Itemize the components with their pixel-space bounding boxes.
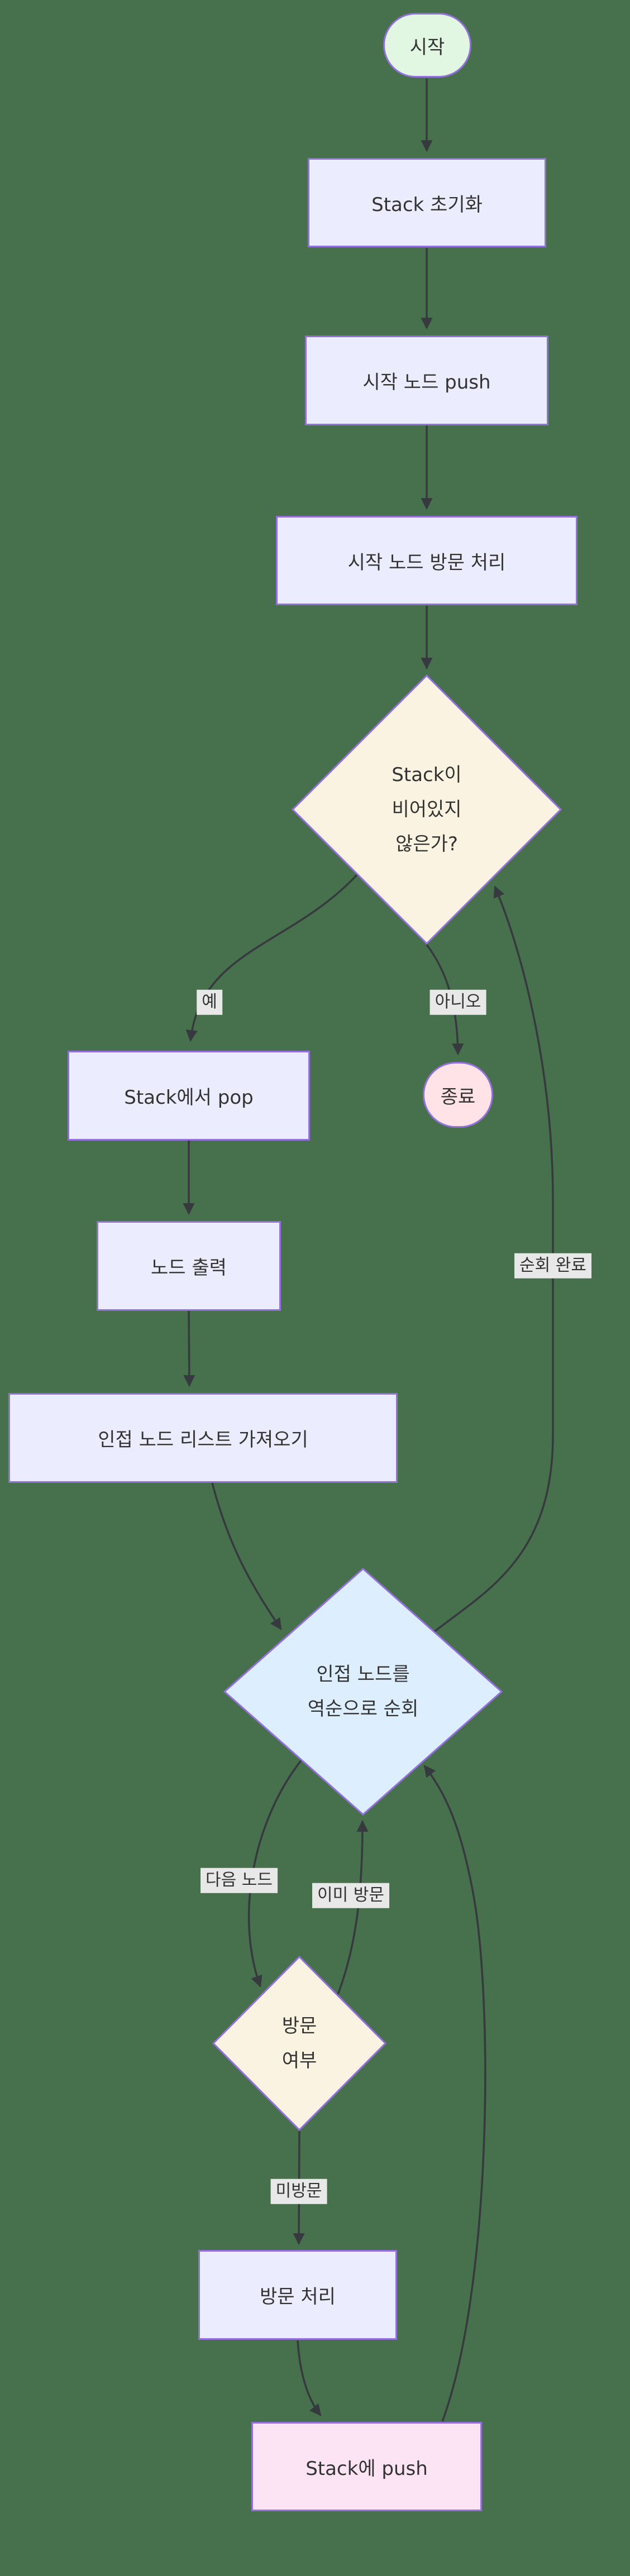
stack-push-node: Stack에 push [251, 2422, 482, 2511]
edge-adjlist-to-traverse [211, 1482, 282, 1630]
adjacent-list-node: 인접 노드 리스트 가져오기 [8, 1393, 398, 1483]
visit-process-node: 방문 처리 [198, 2250, 397, 2340]
decision-stack-not-empty-label: Stack이 비어있지 않은가? [349, 758, 505, 861]
edge-label-traverse-done: 순회 완료 [514, 1253, 591, 1279]
decision-line: 비어있지 [392, 798, 462, 821]
decision-stack-not-empty-diamond [291, 674, 562, 945]
decision-line: 여부 [281, 2050, 317, 2072]
edge-label-yes: 예 [197, 989, 222, 1015]
edge-already-visited-to-traverse [337, 1820, 369, 1995]
print-node-node: 노드 출력 [97, 1221, 281, 1311]
stack-pop-node: Stack에서 pop [68, 1051, 310, 1141]
stack-init-node: Stack 초기화 [308, 158, 546, 247]
decision-traverse-reverse-label: 인접 노드를 역순으로 순회 [262, 1657, 464, 1726]
edge-label-no: 아니오 [429, 989, 486, 1015]
end-node: 종료 [423, 1062, 493, 1128]
decision-traverse-reverse-diamond [223, 1567, 503, 1816]
edge-yes-to-pop [185, 873, 359, 1042]
decision-line: Stack이 [392, 764, 462, 786]
edge-traverse-done-to-decision [433, 885, 554, 1633]
edge-label-next-node: 다음 노드 [201, 1868, 278, 1893]
edge-label-not-visited: 미방문 [270, 2178, 327, 2204]
push-start-node: 시작 노드 push [305, 336, 548, 425]
decision-visited-check-label: 방문 여부 [244, 2009, 355, 2078]
edge-label-already-visited: 이미 방문 [312, 1883, 389, 1908]
decision-line: 방문 [281, 2015, 317, 2037]
decision-visited-check-diamond [212, 1955, 387, 2132]
edge-visit-proc-to-push-stack [297, 2340, 322, 2416]
visit-start-node: 시작 노드 방문 처리 [276, 516, 578, 605]
decision-line: 인접 노드를 [316, 1663, 410, 1686]
decision-line: 않은가? [395, 833, 458, 855]
decision-line: 역순으로 순회 [307, 1698, 419, 1720]
start-node: 시작 [383, 13, 471, 78]
edge-push-stack-to-traverse [423, 1765, 486, 2422]
